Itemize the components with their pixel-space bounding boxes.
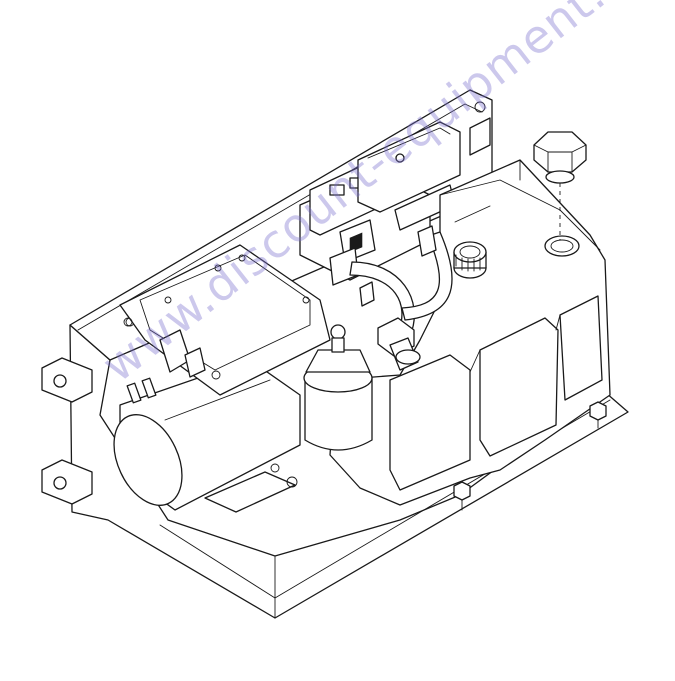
mounting-bracket-upper — [41, 357, 93, 403]
bolt-right — [589, 401, 607, 429]
breather-cap — [453, 241, 487, 279]
valve-bracket — [119, 244, 331, 396]
hydraulic-tank — [329, 159, 611, 506]
fittings — [359, 225, 437, 371]
filter — [303, 324, 373, 451]
bolt-base — [286, 476, 298, 488]
mounting-bracket-lower — [41, 459, 93, 505]
filler-cap — [533, 131, 587, 240]
bolt-front — [453, 481, 471, 511]
